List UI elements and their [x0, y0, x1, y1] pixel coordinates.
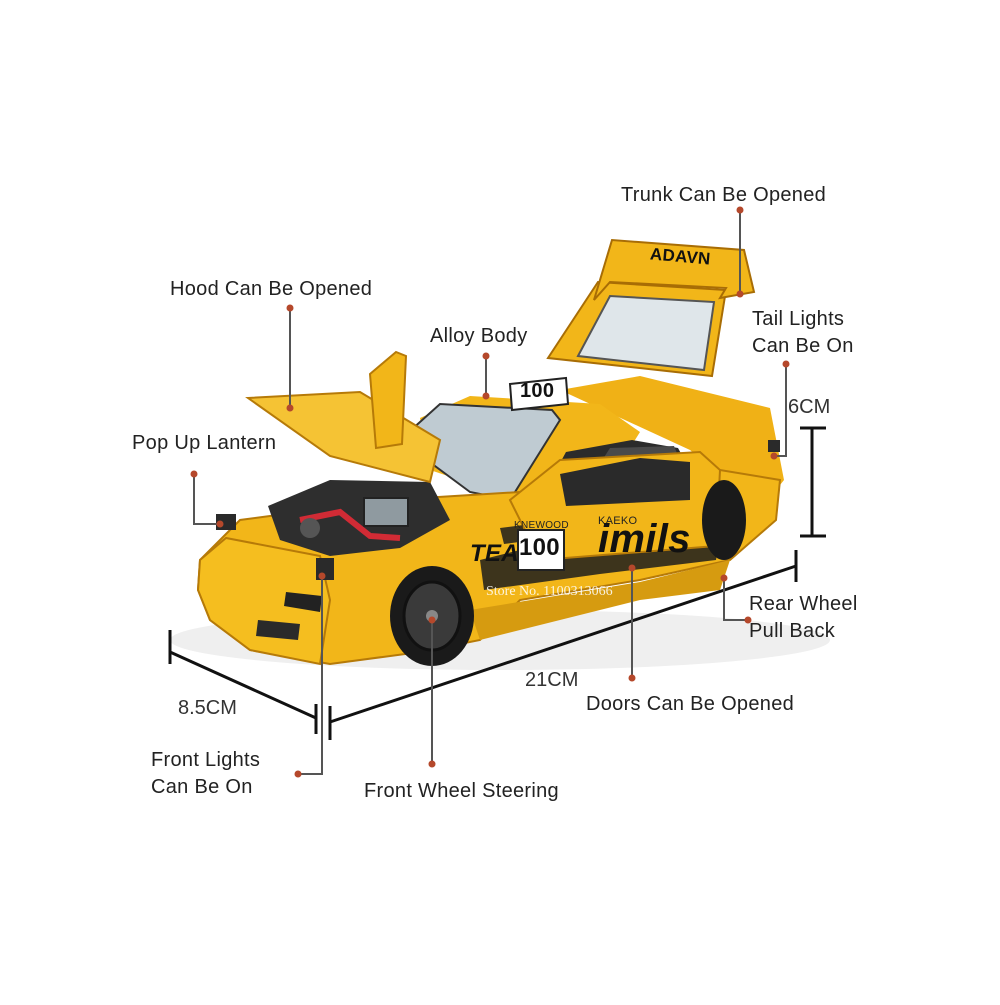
label-hood: Hood Can Be Opened — [170, 278, 373, 300]
sponsor-knewood: KNEWOOD — [514, 520, 569, 531]
length-dimension — [328, 550, 798, 740]
rear-wheel — [702, 480, 746, 560]
dimension-length: 21CM — [525, 669, 579, 691]
door-number: 100 — [519, 534, 560, 561]
width-dimension — [168, 630, 318, 734]
hood — [245, 350, 442, 484]
door-number-plate — [517, 529, 565, 571]
label-rear-wheel-1: Rear Wheel — [749, 593, 858, 615]
label-front-wheel-steering: Front Wheel Steering — [364, 780, 559, 802]
team-text: TEA — [470, 540, 519, 567]
sponsor-kaeko: KAEKO — [598, 515, 638, 527]
label-tail-lights-1: Tail Lights — [752, 308, 845, 330]
store-watermark: Store No. 1100313066 — [486, 584, 613, 599]
tail-leader — [774, 364, 787, 457]
front-lights-leader — [298, 576, 323, 775]
popup-leader — [193, 474, 220, 525]
label-rear-wheel-2: Pull Back — [749, 620, 836, 642]
dimension-width: 8.5CM — [178, 697, 237, 719]
roof-number-plate — [508, 376, 570, 412]
label-trunk: Trunk Can Be Opened — [621, 184, 827, 206]
label-front-lights-2: Can Be On — [151, 776, 253, 798]
label-popup-lantern: Pop Up Lantern — [132, 432, 277, 454]
label-doors: Doors Can Be Opened — [586, 693, 795, 715]
annotation-lines — [193, 210, 787, 775]
label-front-lights-1: Front Lights — [151, 749, 261, 771]
side-script: imils — [598, 517, 691, 561]
wing-text: ADAVN — [649, 244, 712, 269]
height-dimension — [800, 426, 826, 538]
roof-number: 100 — [520, 380, 555, 402]
label-alloy-body: Alloy Body — [430, 325, 528, 347]
dimension-height: 6CM — [788, 396, 831, 418]
annotation-dots — [190, 206, 790, 778]
trunk-lid — [546, 238, 756, 378]
rear-leader — [723, 578, 748, 621]
label-tail-lights-2: Can Be On — [752, 335, 854, 357]
front-wheel — [390, 566, 474, 666]
